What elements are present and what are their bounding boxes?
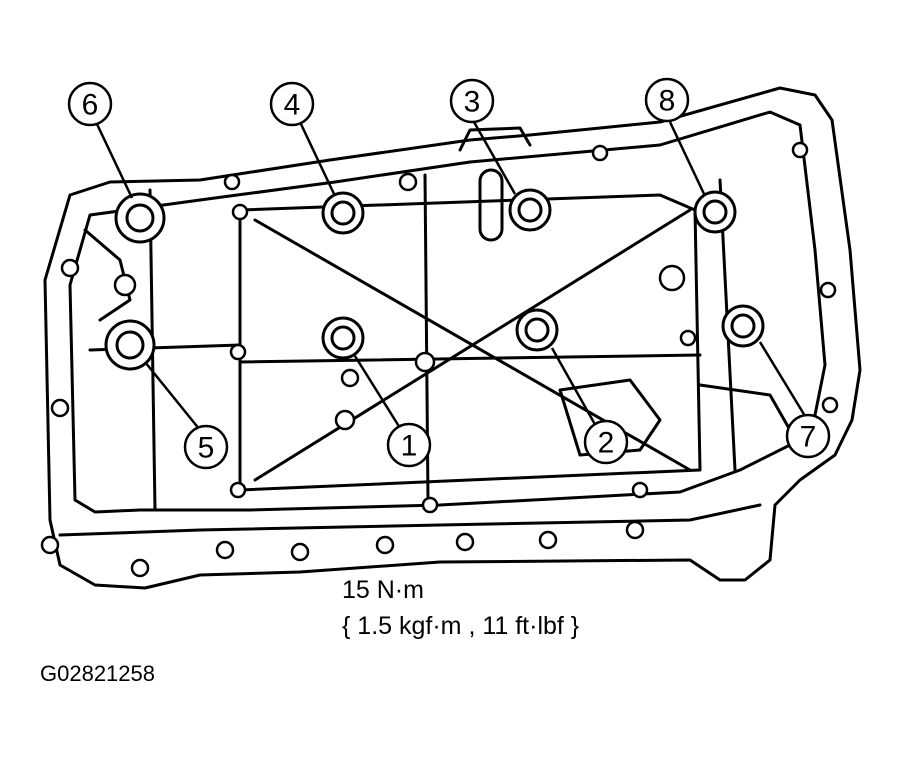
right-detail <box>558 378 662 457</box>
minor-bolt <box>40 535 60 555</box>
rib-diag-2 <box>253 208 692 482</box>
minor-bolt <box>334 409 356 431</box>
minor-bolt <box>231 203 249 221</box>
minor-bolt <box>821 396 839 414</box>
bolt-6-head <box>114 192 166 244</box>
minor-bolt <box>215 540 235 560</box>
minor-bolt <box>414 351 436 373</box>
leader-4 <box>298 121 337 197</box>
torque-spec-alt-units: { 1.5 kgf·m , 11 ft·lbf } <box>342 612 580 640</box>
callout-5-circle <box>183 424 229 470</box>
minor-bolt <box>791 141 809 159</box>
torque-spec-metric: 15 N·m <box>342 576 424 604</box>
callout-5-label: 5 <box>198 432 215 465</box>
minor-bolt <box>679 329 697 347</box>
bolt-rail <box>58 503 762 537</box>
minor-bolt <box>421 496 439 514</box>
bolt-8-head <box>693 190 737 234</box>
minor-bolt <box>538 530 558 550</box>
callout-4-label: 4 <box>284 89 301 122</box>
leader-2 <box>550 347 599 429</box>
callout-1-label: 1 <box>401 430 418 463</box>
rib-horiz <box>238 353 702 364</box>
rib-frame <box>238 193 702 492</box>
minor-bolt <box>625 520 645 540</box>
callout-7-label: 7 <box>800 421 817 454</box>
slot <box>478 168 504 242</box>
minor-bolt <box>631 481 649 499</box>
bolt-2-head <box>515 308 559 352</box>
bolt-7-head <box>721 304 765 348</box>
bolt-1-head <box>321 316 365 360</box>
leader-3 <box>472 121 517 195</box>
minor-bolt <box>60 258 80 278</box>
minor-bolt <box>398 172 418 192</box>
leader-7 <box>758 341 807 417</box>
callout-3-label: 3 <box>464 86 481 119</box>
minor-bolt <box>658 264 686 292</box>
callout-2-circle <box>583 419 629 465</box>
callout-8-label: 8 <box>659 85 676 118</box>
bolt-4-head <box>321 191 365 235</box>
minor-bolt <box>591 144 609 162</box>
callout-4-circle <box>269 81 315 127</box>
minor-bolt <box>340 368 360 388</box>
callout-2-label: 2 <box>598 427 615 460</box>
callout-1-circle <box>386 422 432 468</box>
minor-bolt <box>290 542 310 562</box>
leader-5 <box>144 361 201 431</box>
leader-1 <box>353 355 402 429</box>
callout-8-circle <box>644 77 690 123</box>
bolt-3-head <box>508 188 552 232</box>
minor-bolt <box>819 281 837 299</box>
minor-bolt <box>50 398 70 418</box>
minor-bolt <box>229 343 247 361</box>
minor-bolt <box>130 558 150 578</box>
leader-8 <box>668 121 707 197</box>
housing-outline <box>43 86 862 590</box>
minor-bolt <box>229 481 247 499</box>
leader-6 <box>94 121 134 199</box>
upper-step <box>458 126 532 152</box>
callout-6-label: 6 <box>82 89 99 122</box>
minor-bolt <box>113 273 137 297</box>
minor-bolt <box>455 532 475 552</box>
figure-id: G02821258 <box>40 661 155 686</box>
callout-3-circle <box>449 78 495 124</box>
right-detail-2 <box>698 383 792 432</box>
inner-flange <box>68 110 827 514</box>
bolt-5-head <box>104 319 156 371</box>
minor-bolt <box>223 173 241 191</box>
minor-bolt <box>375 535 395 555</box>
callout-6-circle <box>67 81 113 127</box>
callout-7-circle <box>785 413 831 459</box>
